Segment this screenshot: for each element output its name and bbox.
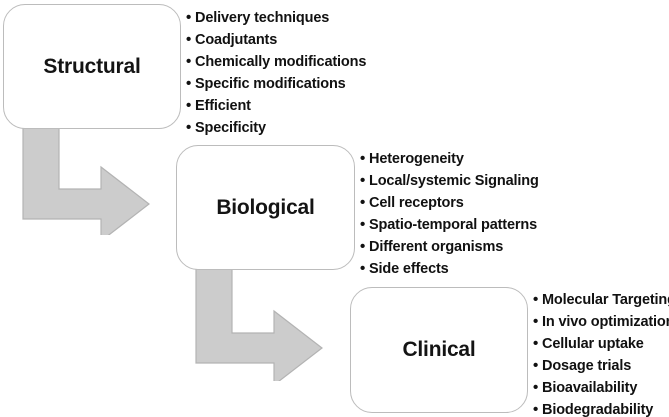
list-item: •Local/systemic Signaling: [360, 170, 539, 192]
bullet-icon: •: [360, 238, 366, 255]
list-item: •Bioavailability: [533, 377, 669, 399]
bullet-icon: •: [186, 31, 192, 48]
arrow-shape: [195, 269, 323, 381]
list-item-label: Spatio-temporal patterns: [369, 217, 538, 233]
bullet-list-biological: •Heterogeneity •Local/systemic Signaling…: [360, 148, 539, 280]
list-item-label: Cell receptors: [369, 195, 464, 211]
list-item: •Side effects: [360, 258, 539, 280]
stage-label-biological: Biological: [216, 195, 315, 219]
list-item-label: Local/systemic Signaling: [369, 173, 539, 189]
list-item-label: Heterogeneity: [369, 151, 464, 167]
bullet-icon: •: [360, 150, 366, 167]
bent-arrow-structural-to-biological: [22, 125, 150, 235]
bullet-list-structural: •Delivery techniques •Coadjutants •Chemi…: [186, 7, 366, 139]
list-item-label: Bioavailability: [542, 380, 638, 396]
bullet-icon: •: [186, 75, 192, 92]
list-item: •Spatio-temporal patterns: [360, 214, 539, 236]
list-item: •Efficient: [186, 95, 366, 117]
list-item-label: Specificity: [195, 120, 266, 136]
list-item-label: Biodegradability: [542, 402, 654, 417]
stage-box-structural[interactable]: Structural: [3, 4, 181, 129]
bullet-icon: •: [533, 335, 539, 352]
list-item-label: Efficient: [195, 98, 251, 114]
bullet-icon: •: [360, 194, 366, 211]
bullet-list-clinical: •Molecular Targeting •In vivo optimizati…: [533, 289, 669, 417]
list-item: •Coadjutants: [186, 29, 366, 51]
bullet-icon: •: [533, 401, 539, 417]
stage-label-clinical: Clinical: [402, 338, 476, 361]
bullet-icon: •: [186, 53, 192, 70]
list-item-label: Side effects: [369, 261, 449, 277]
stage-box-biological[interactable]: Biological: [176, 145, 355, 270]
stage-label-structural: Structural: [43, 54, 141, 78]
list-item: •Specific modifications: [186, 73, 366, 95]
list-item: •Biodegradability: [533, 399, 669, 417]
bullet-icon: •: [186, 9, 192, 26]
list-item: •Heterogeneity: [360, 148, 539, 170]
bullet-icon: •: [533, 313, 539, 330]
bullet-icon: •: [533, 379, 539, 396]
list-item-label: Specific modifications: [195, 76, 346, 92]
bullet-icon: •: [533, 291, 539, 308]
list-item: •Cellular uptake: [533, 333, 669, 355]
list-item-label: Chemically modifications: [195, 54, 367, 70]
list-item: •Molecular Targeting: [533, 289, 669, 311]
bullet-icon: •: [533, 357, 539, 374]
list-item: •Chemically modifications: [186, 51, 366, 73]
list-item-label: Cellular uptake: [542, 336, 644, 352]
bullet-icon: •: [360, 216, 366, 233]
list-item-label: Dosage trials: [542, 358, 632, 374]
bullet-icon: •: [360, 260, 366, 277]
bent-arrow-biological-to-clinical: [195, 269, 327, 381]
bullet-icon: •: [360, 172, 366, 189]
list-item-label: In vivo optimization: [542, 314, 669, 330]
list-item: •Dosage trials: [533, 355, 669, 377]
list-item: •In vivo optimization: [533, 311, 669, 333]
list-item: •Delivery techniques: [186, 7, 366, 29]
arrow-shape: [22, 125, 150, 235]
list-item-label: Molecular Targeting: [542, 292, 669, 308]
bullet-icon: •: [186, 119, 192, 136]
bullet-icon: •: [186, 97, 192, 114]
list-item-label: Delivery techniques: [195, 10, 330, 26]
stage-box-clinical[interactable]: Clinical: [350, 287, 528, 413]
list-item-label: Coadjutants: [195, 32, 278, 48]
list-item: •Cell receptors: [360, 192, 539, 214]
list-item: •Different organisms: [360, 236, 539, 258]
list-item: •Specificity: [186, 117, 366, 139]
list-item-label: Different organisms: [369, 239, 504, 255]
